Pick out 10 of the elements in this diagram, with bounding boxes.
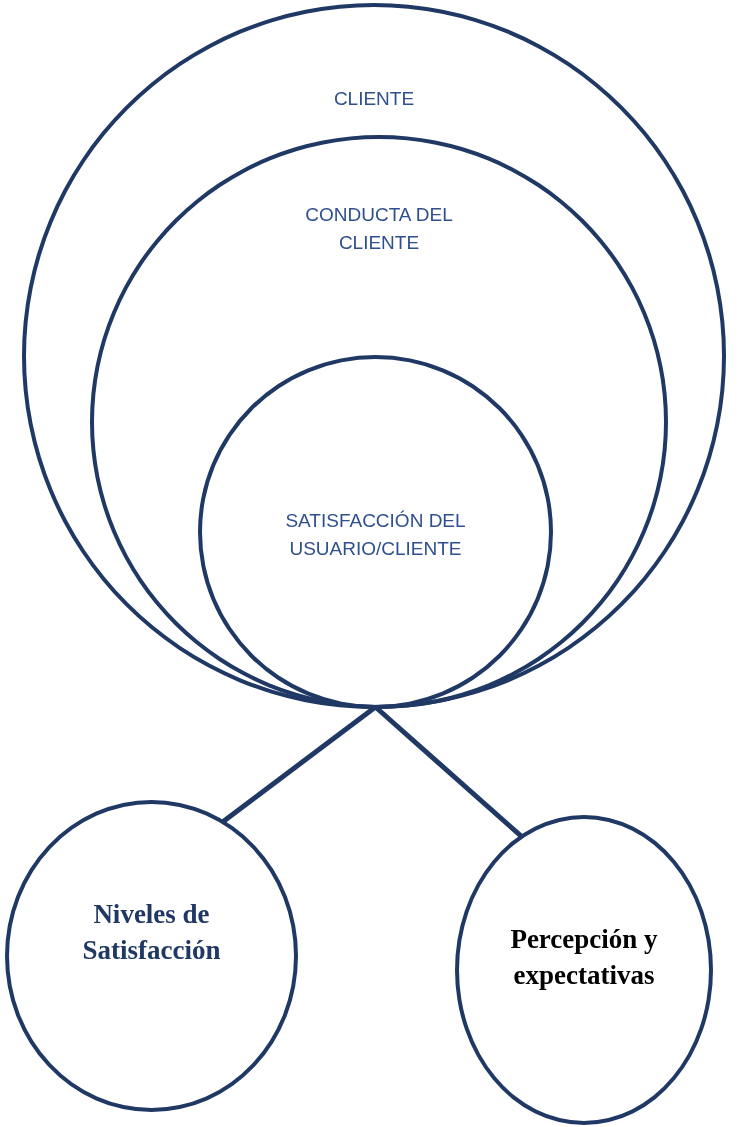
circle-label: Niveles de Satisfacción bbox=[81, 898, 222, 967]
circle-label: CONDUCTA DEL CLIENTE bbox=[304, 203, 454, 255]
circle bbox=[198, 355, 553, 709]
circle bbox=[5, 800, 298, 1112]
circle bbox=[455, 815, 713, 1125]
circle-label: SATISFACCIÓN DEL USUARIO/CLIENTE bbox=[284, 509, 467, 561]
circle bbox=[22, 3, 726, 709]
circle-label: CLIENTE bbox=[332, 87, 416, 111]
circle-label: Percepción y expectativas bbox=[509, 923, 659, 992]
circle bbox=[90, 135, 668, 709]
